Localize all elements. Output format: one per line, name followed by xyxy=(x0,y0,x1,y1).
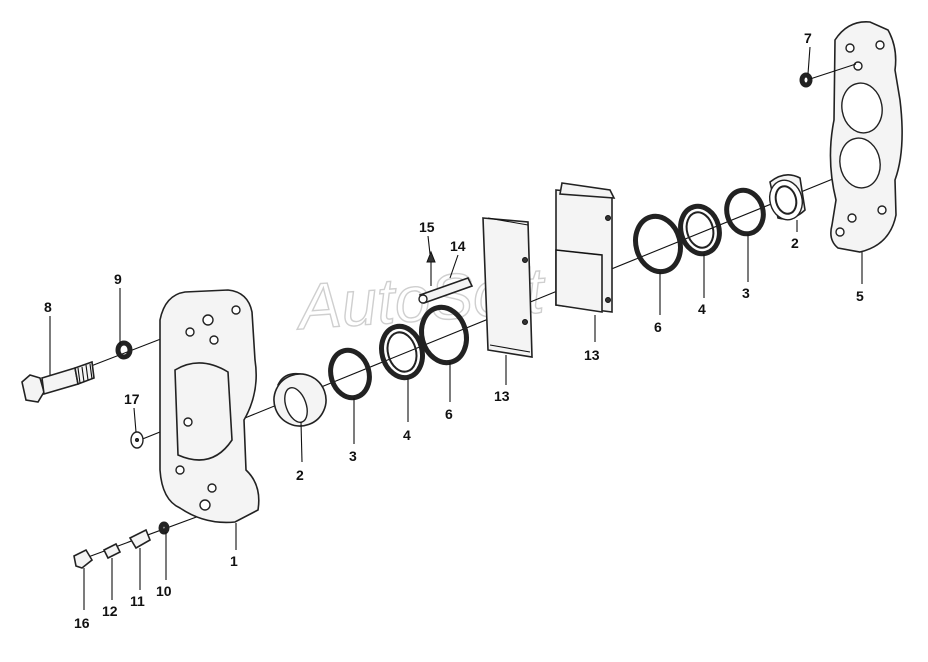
label-17: 17 xyxy=(124,391,140,407)
label-6-left: 6 xyxy=(445,406,453,422)
pin-14 xyxy=(418,277,474,304)
leader-lines xyxy=(49,46,863,610)
spring-clip-15 xyxy=(426,250,436,286)
label-3-right: 3 xyxy=(742,285,750,301)
washer-17 xyxy=(130,431,144,449)
label-4-left: 4 xyxy=(403,427,411,443)
piston-left xyxy=(273,372,327,427)
label-11: 11 xyxy=(130,593,145,609)
label-13-left: 13 xyxy=(494,388,510,404)
part-labels: 8 9 17 1 2 3 4 6 13 13 6 4 3 2 5 7 14 15… xyxy=(44,30,864,631)
caliper-housing-left xyxy=(159,289,260,524)
label-5: 5 xyxy=(856,288,864,304)
retaining-ring-right xyxy=(633,213,683,275)
label-13-right: 13 xyxy=(584,347,600,363)
bleed-valve-11 xyxy=(128,528,152,550)
brake-pad-left xyxy=(482,217,533,358)
label-10: 10 xyxy=(156,583,172,599)
seal-ring-left xyxy=(328,347,372,401)
brake-pad-right xyxy=(555,182,616,313)
label-15: 15 xyxy=(419,219,435,235)
label-1: 1 xyxy=(230,553,238,569)
dust-boot-right xyxy=(678,203,722,257)
dust-boot-left xyxy=(379,323,425,381)
piston-right xyxy=(769,174,806,221)
label-6-right: 6 xyxy=(654,319,662,335)
caliper-housing-right xyxy=(829,21,903,253)
label-2-right: 2 xyxy=(791,235,799,251)
label-12: 12 xyxy=(102,603,118,619)
retaining-ring-left xyxy=(419,304,469,366)
label-9: 9 xyxy=(114,271,122,287)
label-7: 7 xyxy=(804,30,812,46)
fitting-12 xyxy=(102,542,122,560)
label-16: 16 xyxy=(74,615,90,631)
label-4-right: 4 xyxy=(698,301,706,317)
label-3-left: 3 xyxy=(349,448,357,464)
label-2-left: 2 xyxy=(296,467,304,483)
bleed-screw-assembly xyxy=(73,521,170,569)
seal-ring-right xyxy=(724,187,766,237)
ring-10 xyxy=(158,521,170,535)
label-8: 8 xyxy=(44,299,52,315)
bolt xyxy=(21,360,95,403)
cap-16 xyxy=(73,548,94,569)
label-14: 14 xyxy=(450,238,466,254)
washer-9 xyxy=(115,340,133,360)
ring-7 xyxy=(799,63,857,88)
